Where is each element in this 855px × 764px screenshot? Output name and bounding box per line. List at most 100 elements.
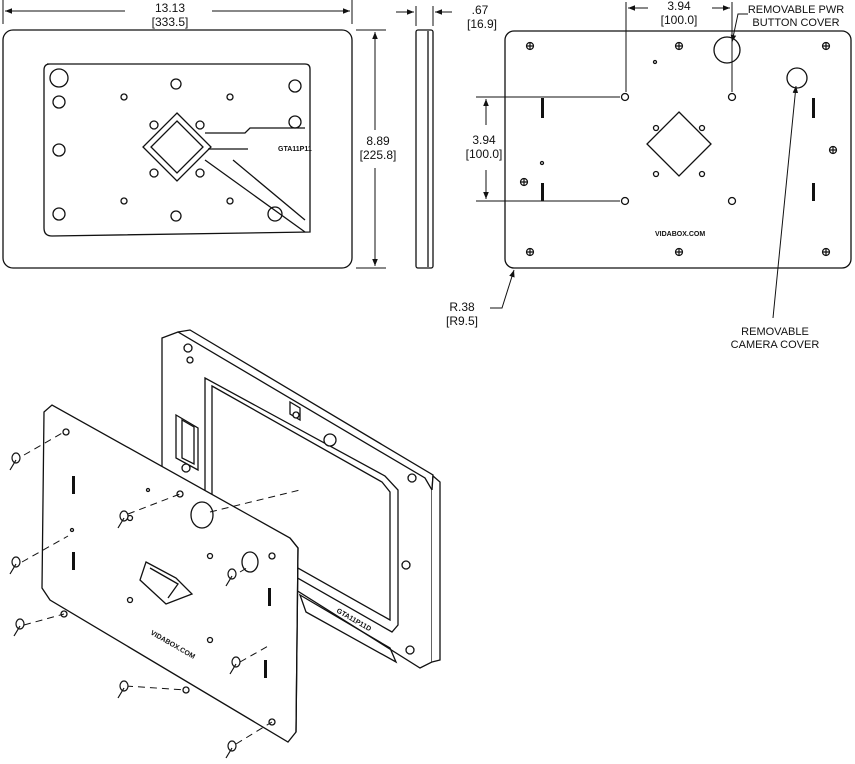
side-outline xyxy=(415,29,434,269)
front-center-diamond xyxy=(142,112,212,182)
h-spacing-metric-label: [100.0] xyxy=(661,13,698,27)
front-small-hole xyxy=(149,120,159,130)
camera-cover-leader xyxy=(772,85,799,319)
plate-center-diamond xyxy=(139,561,194,605)
front-hole xyxy=(267,206,283,222)
vent-slots xyxy=(264,660,267,678)
height-dimension xyxy=(356,29,386,269)
front-hole xyxy=(49,68,69,88)
vertical-spacing-dimension xyxy=(476,96,620,202)
front-small-hole xyxy=(149,168,159,178)
height-metric-label: [225.8] xyxy=(360,148,397,162)
front-hole xyxy=(52,207,66,221)
back-small-hole xyxy=(652,124,660,132)
screw-icon xyxy=(225,740,237,759)
back-center-diamond xyxy=(646,111,712,177)
v-spacing-metric-label: [100.0] xyxy=(466,147,503,161)
screw-icon xyxy=(9,452,21,471)
vent-slots xyxy=(812,98,815,118)
back-small-hole xyxy=(698,170,706,178)
back-slot-rows xyxy=(541,98,815,201)
front-center-diamond-inner xyxy=(150,120,204,174)
radius-metric-label: [R9.5] xyxy=(446,314,478,328)
screw-icon xyxy=(225,568,237,587)
vent-slots xyxy=(541,183,544,201)
vesa-hole xyxy=(620,92,630,102)
depth-imperial-label: .67 xyxy=(472,3,489,17)
vesa-hole xyxy=(727,92,737,102)
radius-leader xyxy=(490,269,515,309)
screw-icon xyxy=(9,556,21,575)
front-cable-channel xyxy=(205,127,305,134)
vesa-hole xyxy=(620,196,630,206)
front-hole xyxy=(170,210,182,222)
screw-icon xyxy=(519,177,529,187)
height-imperial-label: 8.89 xyxy=(366,134,390,148)
back-brand-label: VIDABOX.COM xyxy=(655,231,705,238)
screw-icon xyxy=(229,656,241,675)
screw-icon xyxy=(821,41,831,51)
power-cover-label-2: BUTTON COVER xyxy=(752,17,839,29)
front-small-hole xyxy=(195,168,205,178)
side-view xyxy=(415,29,434,269)
radius-imperial-label: R.38 xyxy=(449,300,475,314)
exploded-plate-slots xyxy=(72,476,271,678)
power-button-cover xyxy=(713,36,741,64)
front-view xyxy=(2,29,353,269)
back-small-hole xyxy=(539,160,545,166)
front-model-label: GTA11P11 xyxy=(278,146,312,153)
camera-cover xyxy=(786,67,808,89)
front-hole xyxy=(170,78,182,90)
screw-icon xyxy=(821,247,831,257)
alignment-lines xyxy=(21,431,301,745)
exploded-screws xyxy=(9,452,241,759)
vent-slots xyxy=(72,476,75,494)
width-imperial-label: 13.13 xyxy=(155,1,185,15)
vent-slots xyxy=(72,552,75,570)
front-inner-cavity xyxy=(43,63,311,237)
screw-icon xyxy=(13,618,25,637)
front-hole xyxy=(288,115,302,129)
front-hole xyxy=(288,79,302,93)
front-small-hole xyxy=(226,197,234,205)
back-small-hole xyxy=(652,170,660,178)
screw-icon xyxy=(828,145,838,155)
power-button-cover-iso xyxy=(190,501,214,529)
front-hole xyxy=(52,143,66,157)
screw-icon xyxy=(674,247,684,257)
front-frame-outline xyxy=(2,29,353,269)
front-cable-channel xyxy=(204,159,306,233)
vesa-hole xyxy=(727,196,737,206)
power-cover-label-1: REMOVABLE PWR xyxy=(748,4,844,16)
front-small-hole xyxy=(226,93,234,101)
camera-cover-label-1: REMOVABLE xyxy=(741,326,809,338)
vent-slots xyxy=(268,588,271,606)
width-metric-label: [333.5] xyxy=(152,15,189,29)
v-spacing-imperial-label: 3.94 xyxy=(472,133,496,147)
front-hole xyxy=(52,95,66,109)
front-small-hole xyxy=(120,93,128,101)
camera-cover-iso xyxy=(241,551,259,573)
width-dimension xyxy=(2,0,353,24)
camera-cover-label-2: CAMERA COVER xyxy=(731,339,820,351)
screw-icon xyxy=(674,41,684,51)
screw-icon xyxy=(525,41,535,51)
back-view xyxy=(504,30,852,269)
screw-icon xyxy=(117,680,129,699)
horizontal-spacing-dimension xyxy=(625,2,733,92)
screw-icon xyxy=(117,510,129,529)
depth-dimension xyxy=(396,6,452,26)
screw-icon xyxy=(525,247,535,257)
power-cover-leader xyxy=(730,13,748,43)
front-small-hole xyxy=(120,197,128,205)
h-spacing-imperial-label: 3.94 xyxy=(667,0,691,13)
depth-metric-label: [16.9] xyxy=(467,17,497,31)
back-small-hole xyxy=(652,59,658,65)
front-cable-channel xyxy=(232,159,306,221)
back-plate-outline xyxy=(504,30,852,269)
vent-slots xyxy=(541,98,544,118)
back-small-hole xyxy=(698,124,706,132)
back-screws xyxy=(519,41,838,257)
front-small-hole xyxy=(195,120,205,130)
